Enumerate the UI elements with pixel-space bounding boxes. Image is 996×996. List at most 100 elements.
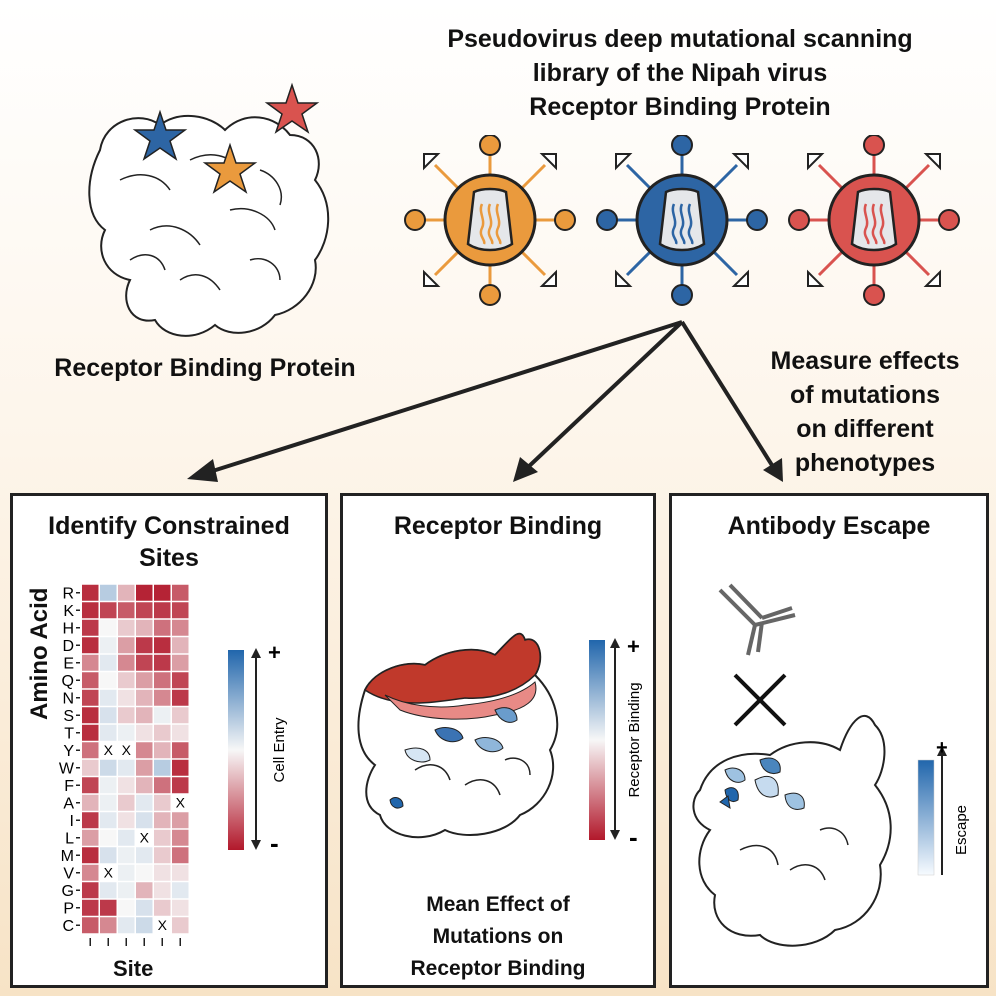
heatmap-cell — [118, 812, 135, 829]
heatmap-cell — [136, 899, 153, 916]
heatmap-cell — [118, 724, 135, 741]
heatmap-cell — [172, 672, 189, 689]
heatmap-cell — [118, 882, 135, 899]
red-star-icon — [264, 82, 320, 134]
heatmap-cell — [136, 707, 153, 724]
heatmap-cell — [100, 637, 117, 654]
heatmap-cell — [100, 917, 117, 934]
heatmap-cell — [82, 619, 99, 636]
row-label-R: R — [62, 586, 74, 603]
arrow-head-left — [187, 459, 218, 482]
heatmap-cell — [136, 882, 153, 899]
receptor-binding-gradient — [589, 640, 605, 840]
heatmap-cell — [118, 584, 135, 601]
heatmap-cell — [172, 584, 189, 601]
escape-label: Escape — [953, 805, 970, 855]
heatmap-cell — [82, 742, 99, 759]
row-label-W: W — [59, 761, 75, 778]
cell-entry-label: Cell Entry — [271, 717, 288, 783]
heatmap-cell — [82, 707, 99, 724]
row-label-T: T — [64, 726, 74, 743]
heatmap-cell — [154, 847, 171, 864]
receptor-binding-footer: Mean Effect of Mutations on Receptor Bin… — [343, 889, 653, 985]
constrained-title: Identify Constrained Sites — [13, 510, 325, 574]
heatmap-cell — [154, 882, 171, 899]
binding-footer-line-2: Mutations on — [432, 925, 564, 948]
heatmap-cell — [100, 619, 117, 636]
row-label-I: I — [70, 813, 74, 830]
row-label-F: F — [64, 778, 74, 795]
heatmap-cell — [100, 689, 117, 706]
measure-effects-text: Measure effects of mutations on differen… — [740, 344, 990, 480]
row-label-D: D — [62, 638, 74, 655]
row-label-V: V — [63, 866, 74, 883]
heatmap-cell — [82, 794, 99, 811]
heatmap-cell — [118, 602, 135, 619]
protein-label: Receptor Binding Protein — [54, 354, 356, 382]
heatmap-cell — [100, 654, 117, 671]
row-label-G: G — [62, 883, 74, 900]
blue-star-icon — [132, 109, 188, 161]
heatmap-cell — [100, 584, 117, 601]
heatmap-cell — [82, 882, 99, 899]
heatmap-cell — [82, 864, 99, 881]
heatmap-cell — [172, 654, 189, 671]
heatmap-cell — [154, 794, 171, 811]
missing-mark: X — [158, 917, 168, 933]
heatmap-cell — [82, 899, 99, 916]
heatmap-cell — [100, 882, 117, 899]
arrow-head-middle — [513, 457, 538, 482]
heatmap-cell — [172, 742, 189, 759]
heatmap-cell — [154, 899, 171, 916]
escape-plus: + — [936, 740, 948, 759]
heatmap-cell — [154, 602, 171, 619]
missing-mark: X — [176, 795, 186, 811]
heatmap-cell — [136, 847, 153, 864]
heatmap-cell — [82, 829, 99, 846]
heatmap-cell — [82, 637, 99, 654]
heatmap-cell — [136, 829, 153, 846]
heatmap-cell — [136, 689, 153, 706]
heatmap-cell — [118, 689, 135, 706]
antibody-block-illustration — [718, 583, 796, 727]
row-label-C: C — [62, 918, 74, 935]
row-label-A: A — [63, 796, 74, 813]
heatmap-cell — [172, 689, 189, 706]
cell-entry-colorbar: + - Cell Entry — [228, 640, 288, 858]
row-label-M: M — [61, 848, 74, 865]
heatmap-cell — [172, 794, 189, 811]
measure-line-2: of mutations — [790, 381, 940, 409]
arrow-head-right — [763, 458, 783, 482]
heatmap-cell — [172, 602, 189, 619]
escape-colorbar: + Escape — [917, 740, 970, 876]
heatmap-cell — [154, 584, 171, 601]
heatmap-cell — [118, 707, 135, 724]
site-axis-label: Site — [113, 956, 154, 981]
row-label-H: H — [62, 621, 74, 638]
heatmap-cell — [136, 619, 153, 636]
heatmap-cell — [118, 672, 135, 689]
heatmap-cell — [136, 724, 153, 741]
heatmap-cell — [118, 864, 135, 881]
heatmap-cell — [82, 812, 99, 829]
heatmap-cell — [82, 917, 99, 934]
heatmap-cell — [100, 794, 117, 811]
heatmap-cell — [172, 637, 189, 654]
measure-line-3: on different — [796, 415, 934, 443]
heatmap-cell — [154, 812, 171, 829]
binding-protein-surface — [357, 632, 559, 839]
heatmap-cell — [82, 672, 99, 689]
heatmap-cell — [100, 759, 117, 776]
missing-mark: X — [104, 742, 114, 758]
heatmap-cell — [100, 742, 117, 759]
receptor-binding-colorbar: + - Receptor Binding — [589, 634, 643, 852]
receptor-binding-title: Receptor Binding — [393, 512, 603, 540]
measure-line-1: Measure effects — [770, 347, 960, 375]
heatmap-cell — [118, 759, 135, 776]
heatmap-cell — [118, 899, 135, 916]
receptor-binding-plus: + — [627, 634, 640, 659]
heatmap-cell — [136, 672, 153, 689]
missing-mark: X — [122, 742, 132, 758]
missing-mark: X — [140, 830, 150, 846]
orange-star-icon — [202, 142, 258, 194]
